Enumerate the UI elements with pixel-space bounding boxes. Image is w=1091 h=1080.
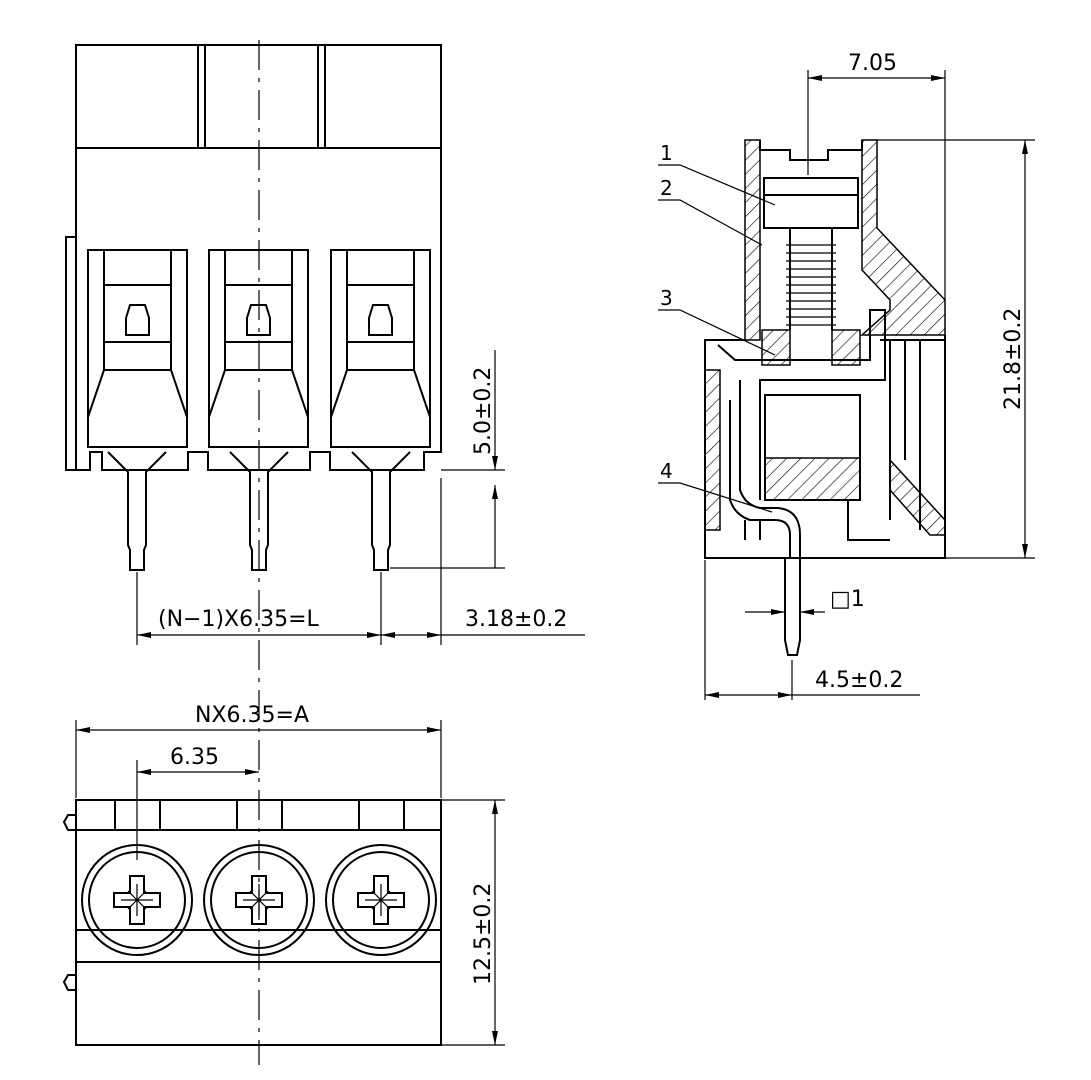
- front-offset-dim: 3.18±0.2: [465, 607, 567, 632]
- bottom-width-dim: NX6.35=A: [195, 703, 309, 728]
- bottom-depth-dim: 12.5±0.2: [471, 883, 496, 985]
- wire-windows: [87, 249, 431, 448]
- side-section-view: 1 2 3 4 7.05 21.8±0.2 □1 4.5±0.2: [658, 51, 1035, 700]
- side-top-dim: 7.05: [848, 51, 897, 76]
- front-height-dim: 5.0±0.2: [471, 367, 496, 455]
- callout-3: 3: [660, 286, 673, 310]
- callout-1: 1: [660, 141, 673, 165]
- callout-4: 4: [660, 459, 673, 483]
- bottom-view: NX6.35=A 6.35 12.5±0.2: [62, 703, 505, 1046]
- front-pitch-dim: (N−1)X6.35=L: [158, 607, 320, 632]
- side-height-dim: 21.8±0.2: [1001, 308, 1026, 410]
- front-view: 5.0±0.2 (N−1)X6.35=L 3.18±0.2: [65, 40, 585, 1065]
- side-pin-size: □1: [830, 587, 865, 612]
- screw-head: [763, 177, 859, 229]
- screw-thread: [786, 244, 836, 326]
- side-pin-offset-dim: 4.5±0.2: [815, 668, 903, 693]
- callout-2: 2: [660, 176, 673, 200]
- bottom-pitch-dim: 6.35: [170, 745, 219, 770]
